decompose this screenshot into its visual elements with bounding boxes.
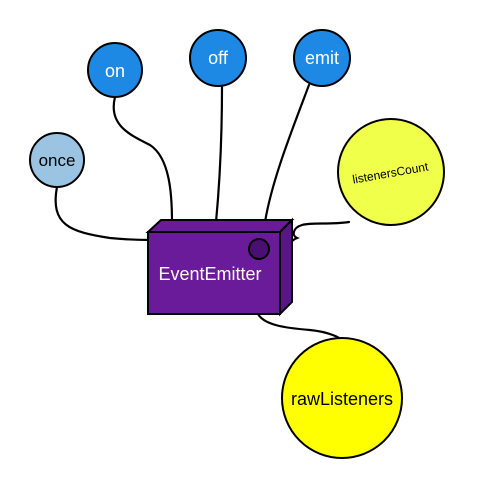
box-right-face [279, 217, 293, 317]
node-rawlisteners[interactable]: rawListeners [281, 337, 403, 459]
node-on[interactable]: on [87, 42, 143, 98]
node-on-circle [87, 42, 143, 98]
node-listenerscount[interactable]: listenersCount [337, 118, 445, 226]
connector-once [54, 185, 154, 242]
node-on-label: on [105, 61, 125, 81]
connector-rawlisteners [255, 310, 344, 342]
event-emitter-label: EventEmitter [158, 264, 261, 284]
box-port-icon [248, 238, 270, 260]
node-listenerscount-circle [337, 118, 445, 226]
node-once[interactable]: once [29, 132, 85, 188]
node-off-label: off [208, 48, 229, 68]
node-once-label: once [39, 151, 76, 170]
node-off[interactable]: off [189, 29, 247, 87]
connector-listenerscount [286, 220, 351, 247]
connector-emit [263, 83, 311, 224]
event-emitter-box[interactable]: EventEmitter [145, 217, 295, 317]
node-rawlisteners-label: rawListeners [291, 389, 393, 409]
node-emit-circle [293, 29, 351, 87]
node-once-circle [29, 132, 85, 188]
connector-on [112, 95, 174, 224]
node-rawlisteners-circle [281, 337, 403, 459]
node-emit[interactable]: emit [293, 29, 351, 87]
node-emit-label: emit [305, 48, 339, 68]
box-top-face [145, 219, 295, 233]
node-off-circle [189, 29, 247, 87]
connector-off [214, 84, 224, 224]
connectors [54, 83, 351, 342]
